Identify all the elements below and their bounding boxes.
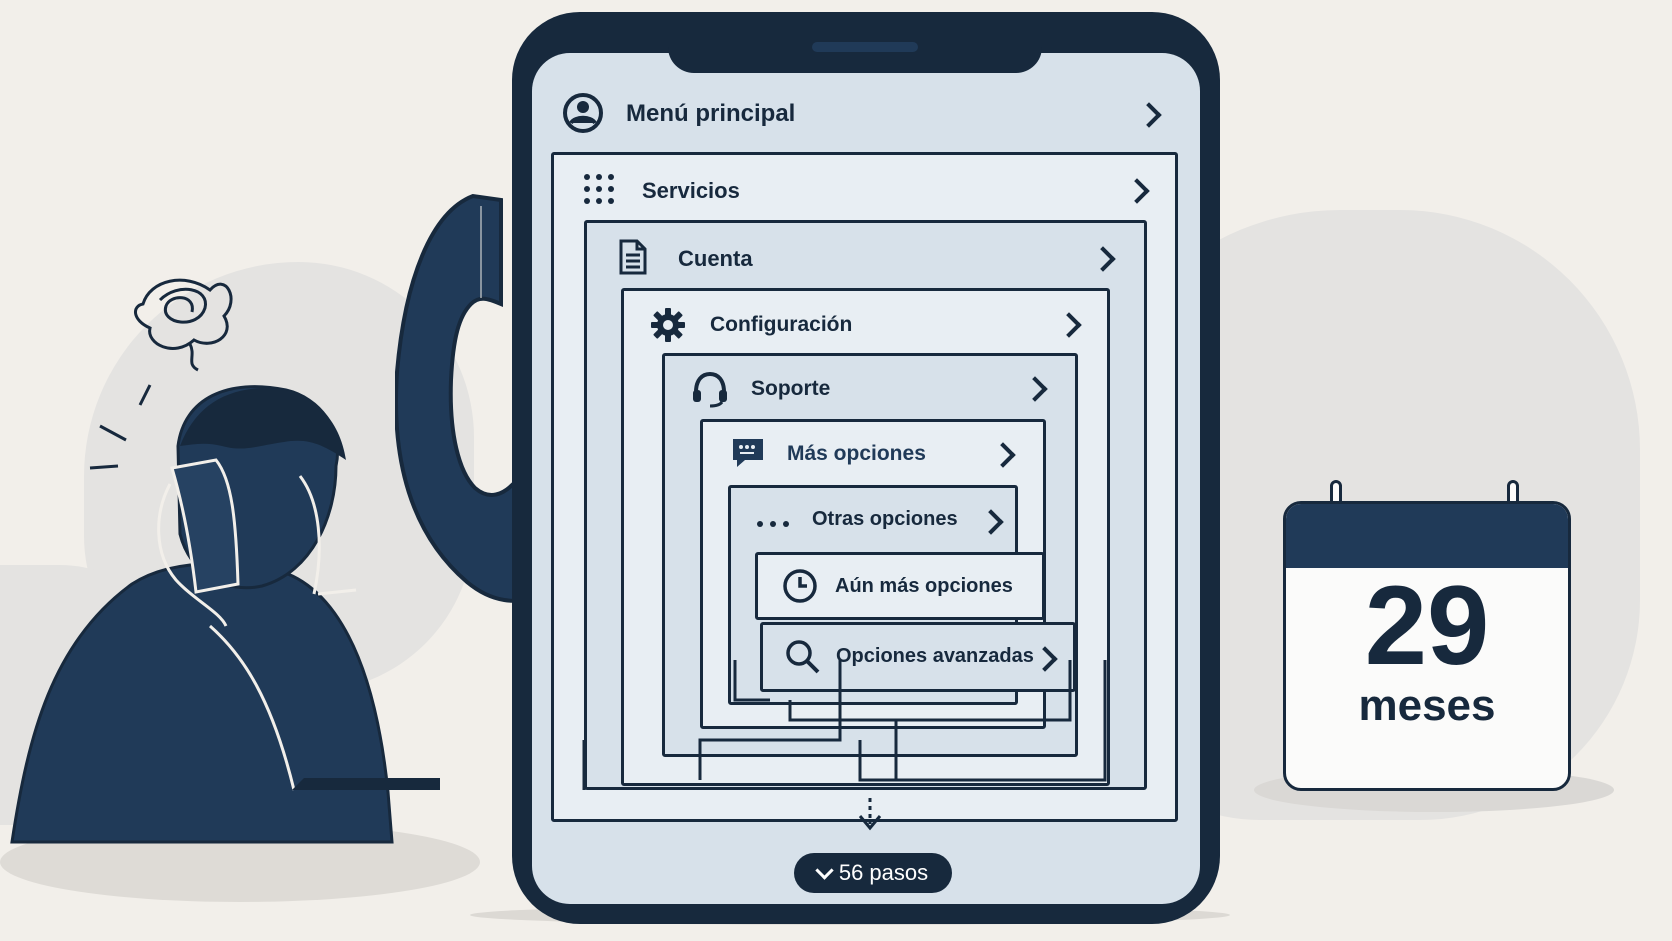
document-icon bbox=[618, 238, 648, 281]
steps-label: 56 pasos bbox=[838, 860, 929, 885]
maze-path-lines bbox=[582, 660, 1107, 831]
clock-icon bbox=[782, 568, 818, 609]
menu-item-label: Soporte bbox=[751, 377, 831, 400]
grid-icon bbox=[582, 172, 616, 211]
steps-badge[interactable]: 56 pasos bbox=[794, 853, 952, 893]
user-circle-icon bbox=[562, 92, 604, 139]
calendar-number: 29 bbox=[1364, 563, 1490, 688]
menu-item-label: Servicios bbox=[642, 178, 740, 203]
search-icon[interactable] bbox=[784, 638, 822, 681]
menu-item-label: Aún más opciones bbox=[835, 575, 1013, 597]
menu-item-label: Configuración bbox=[710, 313, 853, 336]
chevron-down-icon bbox=[815, 860, 834, 880]
calendar-header bbox=[1286, 504, 1568, 568]
menu-item-label: Opciones avanzadas bbox=[836, 645, 1034, 667]
more-dots-icon bbox=[756, 516, 790, 534]
headset-icon bbox=[690, 370, 730, 413]
calendar-card: 29 meses bbox=[1283, 501, 1571, 791]
menu-level-opciones-avanzadas[interactable] bbox=[760, 622, 1076, 692]
chat-icon bbox=[730, 436, 766, 475]
menu-item-label: Otras opciones bbox=[812, 508, 958, 530]
person-illustration bbox=[10, 278, 440, 844]
menu-item-label: Menú principal bbox=[626, 100, 796, 127]
menu-item-label: Más opciones bbox=[787, 442, 926, 465]
gear-icon bbox=[650, 307, 686, 348]
menu-item-label: Cuenta bbox=[678, 246, 753, 271]
calendar-unit: meses bbox=[1358, 681, 1496, 730]
phone-speaker bbox=[812, 42, 918, 52]
